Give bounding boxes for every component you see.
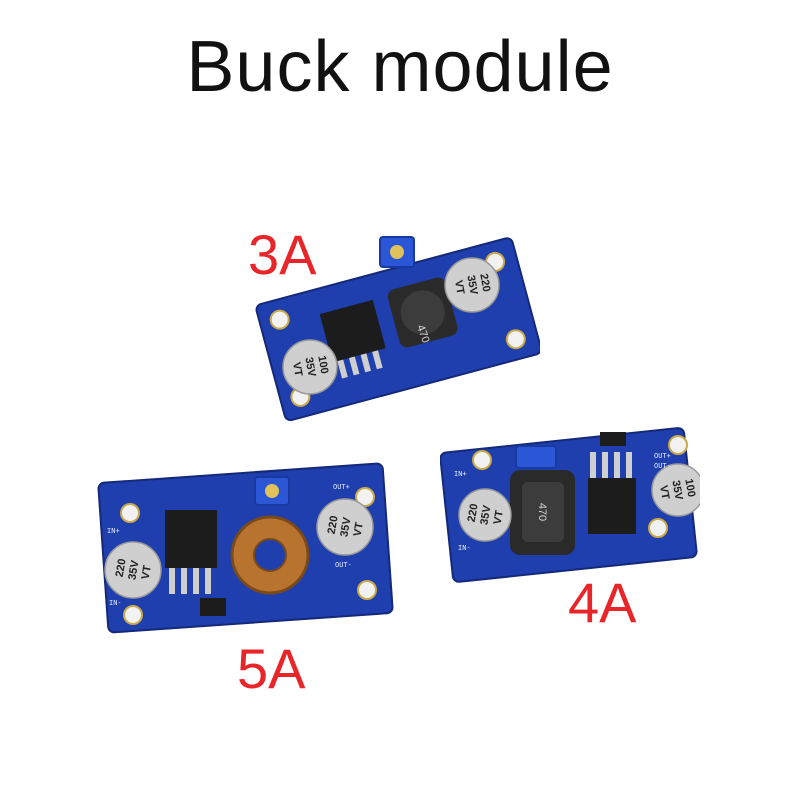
pin-label-4a-out-minus: OUT- — [654, 462, 671, 470]
cap2-marking-5a-line1: 220 — [326, 515, 341, 535]
caption-3a: 3A — [248, 223, 317, 286]
module-4a-board: 470 220 35V VT 100 35V VT IN+ IN- OUT+ O… — [440, 410, 700, 585]
cap2-marking-4a-line1: 100 — [682, 478, 697, 498]
pin-label-4a-out-plus: OUT+ — [654, 452, 671, 460]
cap-marking-4a-line1: 220 — [466, 503, 481, 523]
cap-marking-3a-line3: VT — [452, 279, 466, 295]
inductor-marking-4a: 470 — [536, 503, 548, 521]
caption-5a: 5A — [237, 637, 306, 700]
module-5a-board: 220 35V VT 220 35V VT IN+ IN- OUT+ OUT- — [95, 455, 395, 640]
cap2-marking-4a-line2: 35V — [669, 479, 684, 501]
cap-marking-5a-line1: 220 — [114, 558, 129, 578]
inductor-marking-3a: 470 — [414, 323, 432, 344]
cap2-marking-3a-line3: VT — [290, 361, 304, 377]
cap-marking-4a-line3: VT — [492, 509, 506, 525]
cap-marking-3a-line1: 220 — [477, 273, 492, 293]
pin-label-4a-in-plus: IN+ — [454, 470, 467, 478]
cap2-marking-3a-line2: 35V — [302, 356, 317, 378]
pin-label-5a-in-plus: IN+ — [107, 527, 120, 535]
cap-marking-5a-line3: VT — [140, 564, 154, 580]
pin-label-5a-in-minus: IN- — [109, 599, 122, 607]
pin-label-5a-out-plus: OUT+ — [333, 483, 350, 491]
cap2-marking-3a-line1: 100 — [315, 355, 330, 375]
pin-label-5a-out-minus: OUT- — [335, 561, 352, 569]
page-title: Buck module — [186, 27, 614, 107]
caption-4a: 4A — [568, 571, 637, 634]
module-3a-board: 470 220 35V VT 100 35V VT — [250, 215, 540, 435]
cap-marking-3a-line2: 35V — [464, 274, 479, 296]
cap-marking-5a-line2: 35V — [126, 559, 141, 581]
cap-marking-4a-line2: 35V — [478, 504, 493, 526]
pin-label-4a-in-minus: IN- — [458, 544, 471, 552]
cap2-marking-4a-line3: VT — [657, 484, 671, 500]
cap2-marking-5a-line3: VT — [352, 521, 366, 537]
cap2-marking-5a-line2: 35V — [338, 516, 353, 538]
